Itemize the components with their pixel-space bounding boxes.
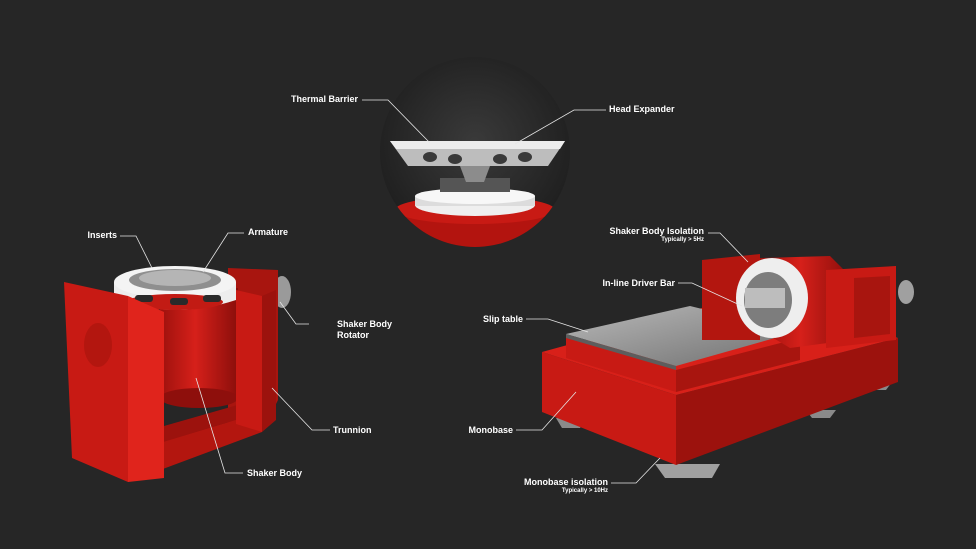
note-shaker-body-isolation: Typically > 5Hz xyxy=(661,237,704,243)
vertical-shaker xyxy=(64,266,291,482)
horizontal-shaker xyxy=(542,254,914,478)
label-slip-table: Slip table xyxy=(482,314,523,324)
leader-lines xyxy=(120,99,749,484)
label-shaker-body-rotator-line2: Rotator xyxy=(337,330,369,340)
label-shaker-body-isolation: Shaker Body Isolation xyxy=(609,226,704,236)
head-expander-detail xyxy=(380,57,570,247)
note-monobase-isolation: Typically > 10Hz xyxy=(561,488,608,494)
label-head-expander: Head Expander xyxy=(609,104,675,114)
label-shaker-body-rotator-line1: Shaker Body xyxy=(337,319,393,329)
label-monobase-isolation: Monobase isolation xyxy=(523,477,608,487)
label-trunnion: Trunnion xyxy=(333,425,372,435)
label-monobase: Monobase xyxy=(468,425,513,435)
label-thermal-barrier: Thermal Barrier xyxy=(290,94,358,104)
label-armature: Armature xyxy=(248,227,289,237)
label-inserts: Inserts xyxy=(87,230,117,240)
label-inline-driver-bar: In-line Driver Bar xyxy=(602,278,675,288)
label-shaker-body: Shaker Body xyxy=(247,468,303,478)
